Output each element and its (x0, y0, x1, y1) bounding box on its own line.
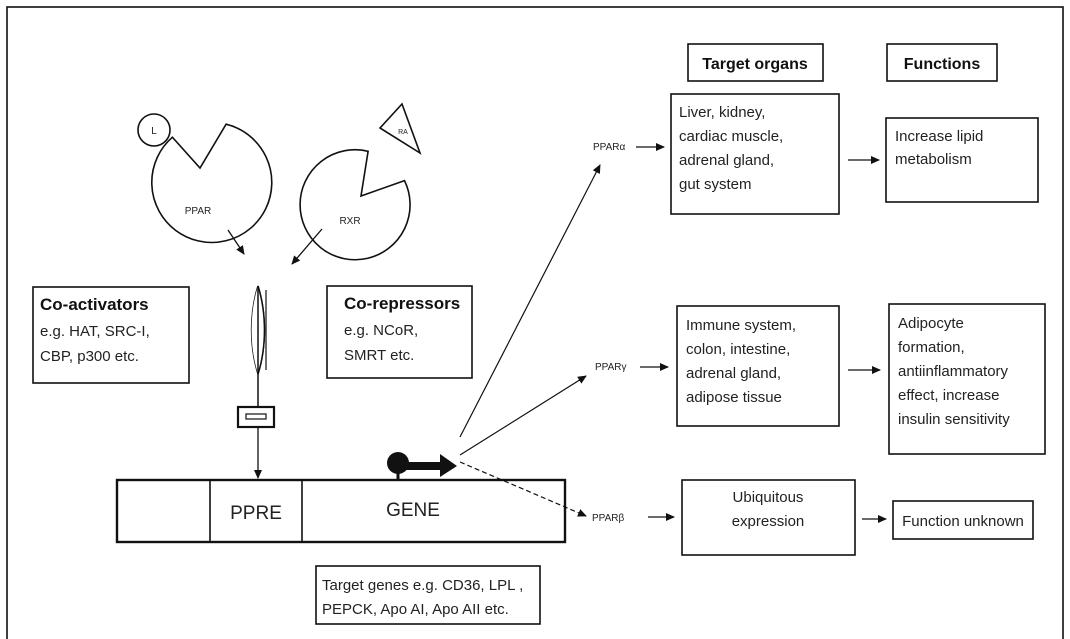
ppar-gamma-organs-box (676, 305, 840, 427)
ppar-receptor-shape (150, 123, 273, 244)
tss-arrow (398, 454, 457, 477)
ppar-alpha-organ-3: adrenal gland, (679, 152, 774, 169)
ppar-beta-function-box (892, 500, 1034, 540)
corepressors-title: Co-repressors (344, 294, 460, 313)
target-genes-box (315, 565, 541, 625)
ppar-alpha-organ-4: gut system (679, 176, 752, 193)
coactivators-line-1: e.g. HAT, SRC-I, (40, 323, 150, 340)
corepressors-box (326, 285, 473, 379)
target-organs-header-box (687, 43, 824, 82)
ppar-gamma-organ-1: Immune system, (686, 317, 796, 334)
ppar-gamma-organ-4: adipose tissue (686, 389, 782, 406)
ppar-alpha-label: PPARα (593, 142, 625, 153)
ppar-alpha-organs-box (670, 93, 840, 215)
ppar-gamma-function-box (888, 303, 1046, 455)
rxr-receptor-shape (299, 148, 411, 261)
outer-frame (6, 6, 1064, 639)
functions-header-box (886, 43, 998, 82)
ppar-gamma-function-1: Adipocyte (898, 315, 964, 332)
rxr-ligand-label: RA (398, 129, 408, 136)
ppar-alpha-function-box (885, 117, 1039, 203)
ppar-alpha-function-1: Increase lipid (895, 128, 983, 145)
gene-label: GENE (386, 500, 440, 521)
ppar-receptor-label: PPAR (185, 206, 212, 217)
ppar-alpha-function-2: metabolism (895, 151, 972, 168)
target-genes-line-2: PEPCK, Apo AI, Apo AII etc. (322, 601, 509, 618)
ppar-beta-function-1: Function unknown (902, 513, 1024, 530)
rxr-to-dimer-arrow (291, 228, 323, 265)
rxr-dimer-outline (257, 285, 266, 375)
corepressors-line-2: SMRT etc. (344, 347, 414, 364)
ppar-beta-organ-2: expression (732, 513, 805, 530)
ppar-gamma-function-2: formation, (898, 339, 965, 356)
dna-strand (115, 478, 567, 544)
ppar-ligand-label: L (151, 126, 157, 137)
coactivators-title: Co-activators (40, 295, 149, 314)
dna-binding-slot (245, 413, 267, 420)
target-genes-line-1: Target genes e.g. CD36, LPL , (322, 577, 523, 594)
ppar-gamma-organ-2: colon, intestine, (686, 341, 790, 358)
coactivators-box (32, 286, 190, 384)
ppar-gamma-function-4: effect, increase (898, 387, 999, 404)
ppar-beta-label: PPARβ (592, 513, 624, 524)
functions-header: Functions (904, 56, 981, 73)
rxr-receptor-label: RXR (339, 216, 360, 227)
ppar-beta-organ-1: Ubiquitous (733, 489, 804, 506)
ppre-label: PPRE (230, 503, 282, 524)
ppar-beta-organs-box (681, 479, 856, 556)
ppar-alpha-organ-1: Liver, kidney, (679, 104, 765, 121)
rxr-ligand-triangle (378, 102, 422, 155)
ppar-gamma-function-3: antiinflammatory (898, 363, 1009, 380)
arrow-to-ppar-gamma (459, 375, 587, 456)
ppar-gamma-function-5: insulin sensitivity (898, 411, 1010, 428)
coactivators-line-2: CBP, p300 etc. (40, 348, 139, 365)
arrow-to-ppar-beta (459, 461, 587, 517)
target-organs-header: Target organs (702, 56, 808, 73)
ppar-ligand-circle (137, 113, 171, 147)
arrow-to-ppar-alpha (459, 164, 601, 438)
ppar-gamma-label: PPARγ (595, 362, 627, 373)
ppar-to-dimer-arrow (227, 229, 245, 255)
ppar-alpha-organ-2: cardiac muscle, (679, 128, 783, 145)
ppar-gamma-organ-3: adrenal gland, (686, 365, 781, 382)
corepressors-line-1: e.g. NCoR, (344, 322, 418, 339)
